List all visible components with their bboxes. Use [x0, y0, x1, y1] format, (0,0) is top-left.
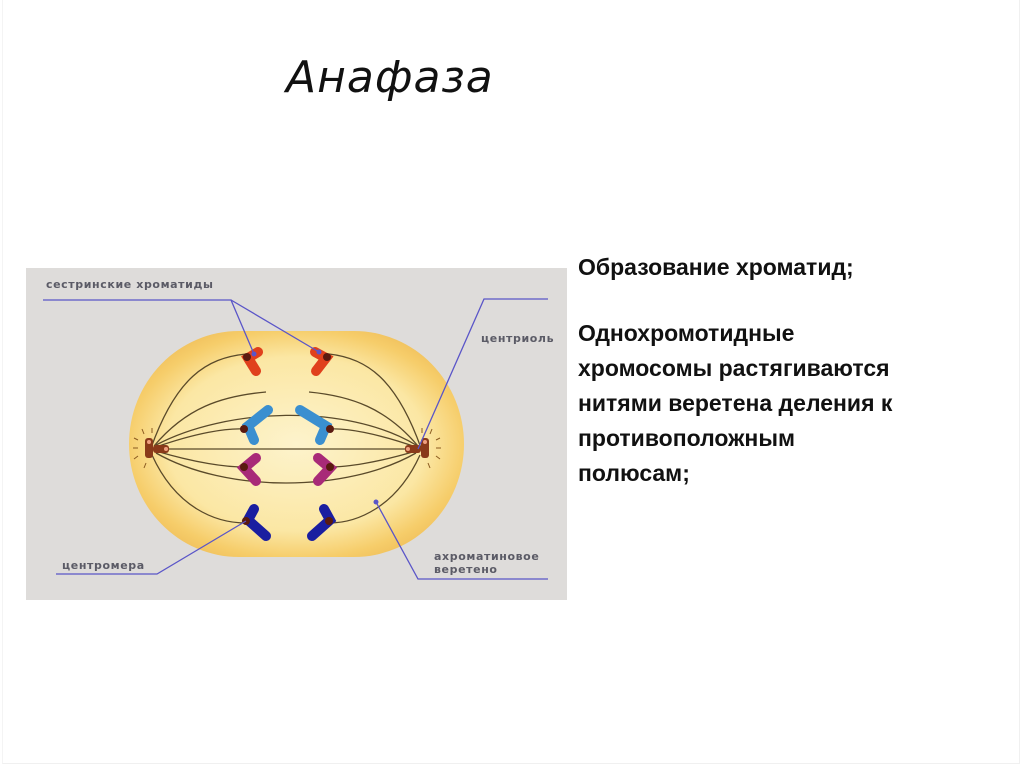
point-line-5: полюсам; — [578, 460, 690, 486]
pointer-lines — [43, 298, 548, 580]
anaphase-diagram: сестринские хроматиды центриоль центроме… — [26, 268, 567, 600]
centromeres — [240, 353, 334, 525]
slide-title: Анафаза — [286, 52, 494, 103]
point-line-1: Однохромотидные — [578, 320, 795, 346]
label-sister-chromatids: сестринские хроматиды — [46, 278, 214, 291]
label-centromere: центромера — [62, 559, 145, 572]
centriole-right — [405, 438, 429, 458]
point-line-3: нитями веретена деления к — [578, 390, 893, 416]
chromosome-lightblue-left — [241, 405, 273, 445]
chromosome-lightblue-right — [295, 405, 333, 445]
point-line-2: хромосомы растягиваются — [578, 355, 890, 381]
description-text: Образование хроматид; Однохромотидные хр… — [578, 250, 998, 491]
cell-body — [129, 331, 464, 557]
anaphase-diagram-graphic — [43, 298, 548, 580]
label-centriole: центриоль — [481, 332, 555, 345]
point-chromatid-formation: Образование хроматид; — [578, 254, 854, 280]
centriole-rays — [133, 428, 441, 469]
centriole-left — [145, 438, 169, 458]
label-spindle-line1: ахроматиновое — [434, 550, 540, 563]
label-spindle-line2: веретено — [434, 563, 498, 576]
point-line-4: противоположным — [578, 425, 795, 451]
